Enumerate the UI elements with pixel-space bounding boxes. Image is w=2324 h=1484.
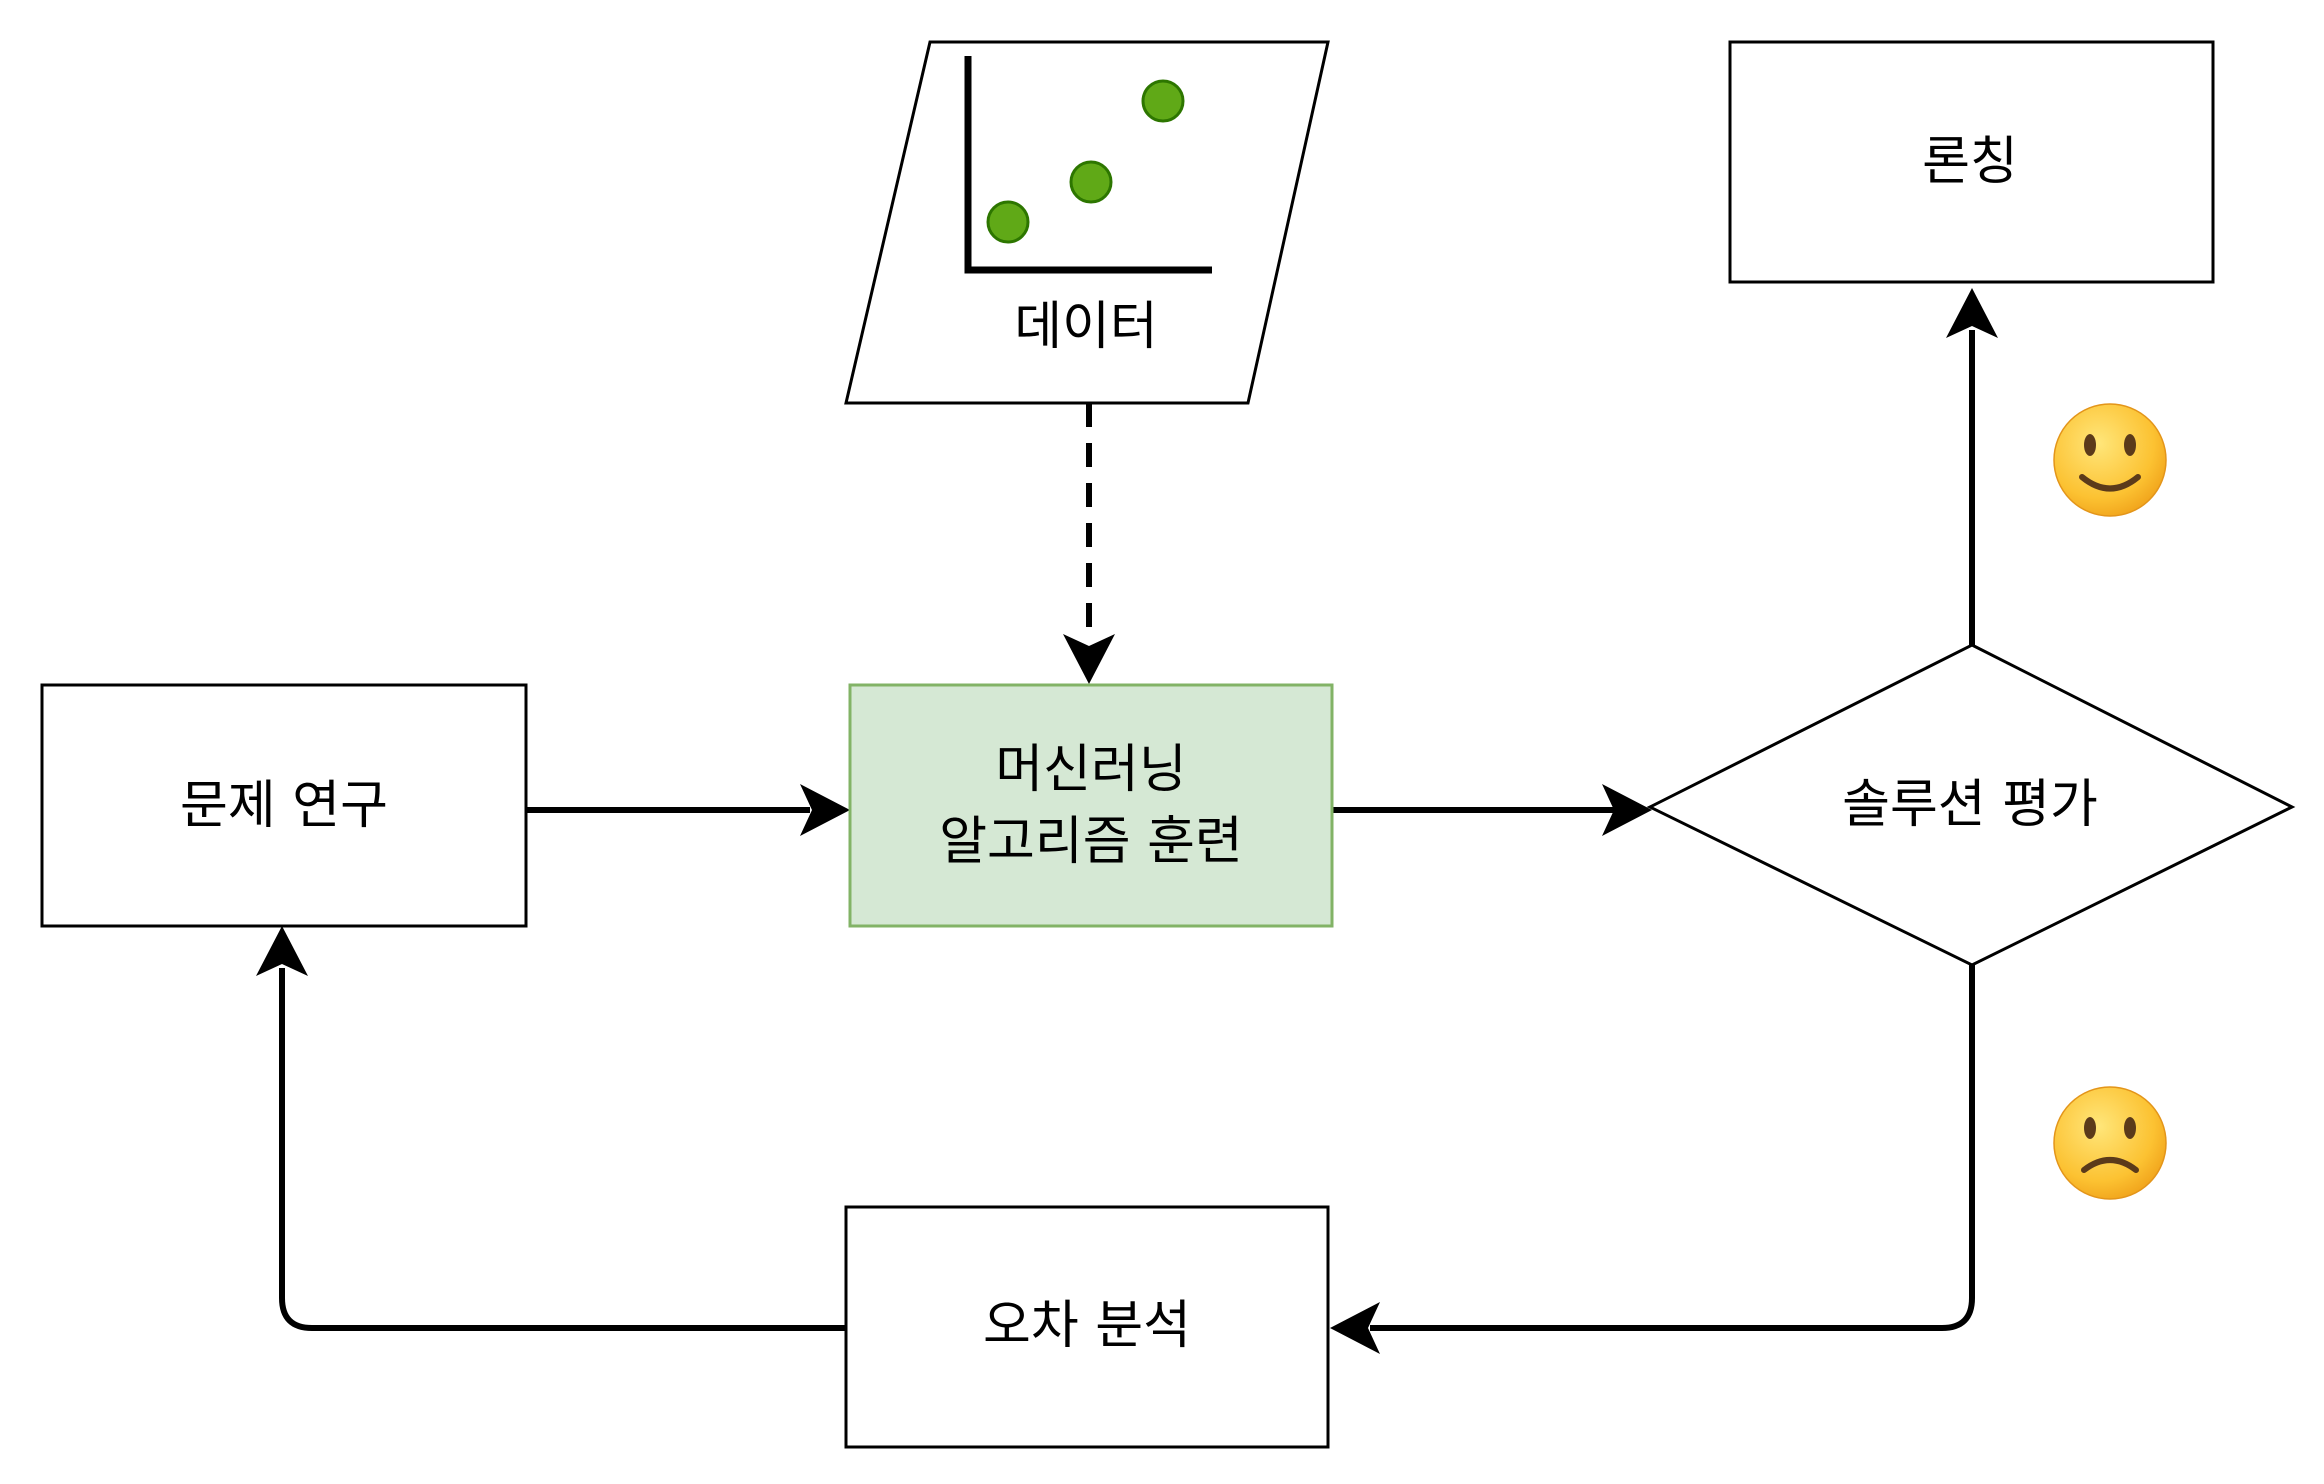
evaluate-decision-node[interactable]: 솔루션 평가 — [1646, 643, 2296, 967]
arrow-training-to-evaluate — [1330, 784, 1652, 836]
error-analysis-label: 오차 분석 — [983, 1296, 1191, 1356]
evaluate-label: 솔루션 평가 — [1842, 775, 2098, 835]
ml-training-label-line2: 알고리즘 훈련 — [939, 812, 1243, 872]
arrow-data-to-training — [1063, 403, 1115, 684]
arrow-study-to-training — [526, 784, 850, 836]
launch-node[interactable]: 론칭 — [1728, 40, 2215, 284]
launch-label: 론칭 — [1922, 132, 2018, 192]
arrow-evaluate-to-error — [1330, 965, 1975, 1354]
problem-study-label: 문제 연구 — [180, 776, 388, 836]
slightly-smiling-face-icon — [2053, 403, 2167, 517]
data-label: 데이터 — [1014, 297, 1158, 357]
scatter-plot-icon — [964, 56, 1212, 274]
ml-training-node[interactable]: 머신러닝 알고리즘 훈련 — [848, 683, 1334, 928]
slightly-frowning-face-icon — [2053, 1086, 2167, 1200]
data-node[interactable]: 데이터 — [844, 40, 1330, 405]
error-analysis-node[interactable]: 오차 분석 — [844, 1205, 1330, 1449]
problem-study-node[interactable]: 문제 연구 — [40, 683, 528, 928]
arrow-error-to-study — [256, 926, 850, 1331]
ml-training-label-line1: 머신러닝 — [995, 740, 1186, 800]
arrow-evaluate-to-launch — [1946, 288, 1998, 645]
